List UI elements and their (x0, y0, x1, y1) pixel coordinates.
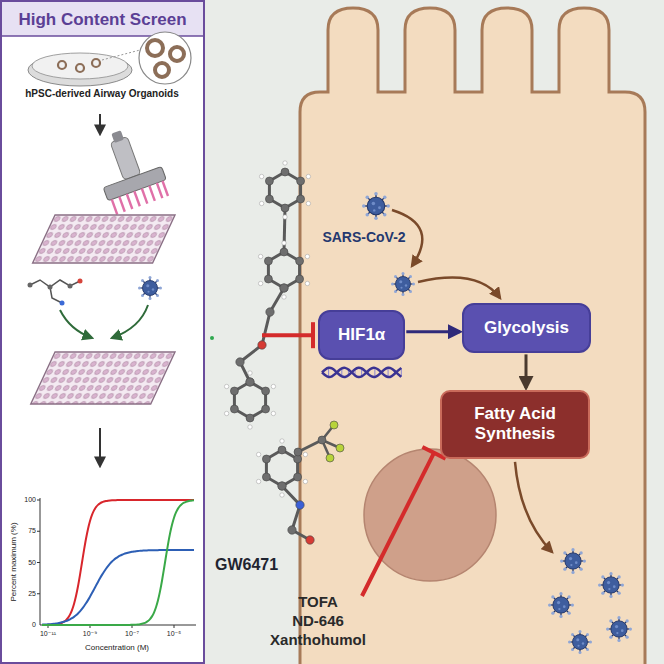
drug-label: Xanthohumol (270, 631, 366, 648)
dose-response-chart (37, 498, 196, 628)
flow-arrow (112, 305, 148, 338)
tick-label: 10⁻¹¹ (40, 630, 56, 638)
drug-label: TOFA (298, 593, 338, 610)
inhibition-lines (262, 322, 446, 596)
tick-label: 50 (28, 558, 36, 566)
nucleus (364, 449, 496, 581)
panel-ground (0, 0, 205, 664)
process-box: Fatty Acid Synthesis (440, 390, 590, 459)
tick-label: 25 (28, 590, 36, 598)
dna-strand (322, 367, 401, 377)
compound-icon (30, 280, 80, 303)
process-box: Glycolysis (462, 303, 591, 353)
tick-label: 75 (28, 527, 36, 535)
flow-arrow (99, 428, 101, 466)
flow-arrow (60, 310, 92, 338)
progeny-viruses (548, 548, 632, 654)
pipette (87, 121, 172, 216)
panel-heading: High Content Screen (6, 10, 199, 30)
box-label: HIF1α (338, 325, 385, 345)
step-label: hPSC-derived Airway Organoids (25, 88, 179, 100)
drug-label: GW6471 (215, 556, 278, 574)
axis-title: Concentration (M) (85, 643, 149, 652)
tick-label: 10⁻⁵ (167, 630, 181, 638)
epithelial-cell (300, 8, 645, 664)
flow-arrow (406, 330, 460, 333)
box-label: Glycolysis (484, 318, 569, 338)
tick-label: 0 (32, 621, 36, 629)
compound-atoms (28, 279, 83, 306)
virus-icon (391, 272, 415, 296)
box-label: Fatty Acid Synthesis (452, 404, 578, 445)
organoid-dish (28, 32, 191, 86)
tick-label: 10⁻⁷ (125, 630, 139, 638)
virus-label: SARS-CoV-2 (322, 229, 405, 245)
well-plate (31, 352, 175, 404)
panel-header-band (2, 2, 203, 36)
well-plate (33, 215, 175, 263)
entry-arrow (418, 278, 500, 298)
flow-arrow (99, 114, 101, 134)
process-box: HIF1α (318, 310, 405, 360)
virus-icon (362, 192, 390, 220)
tick-label: 10⁻⁹ (83, 630, 97, 638)
flow-arrow (525, 354, 528, 388)
virus-icon (138, 276, 162, 300)
release-arrow (515, 462, 552, 552)
drug-label: ND-646 (292, 612, 344, 629)
axis-title: Percent maximum (%) (9, 522, 18, 601)
tick-label: 100 (24, 496, 36, 504)
